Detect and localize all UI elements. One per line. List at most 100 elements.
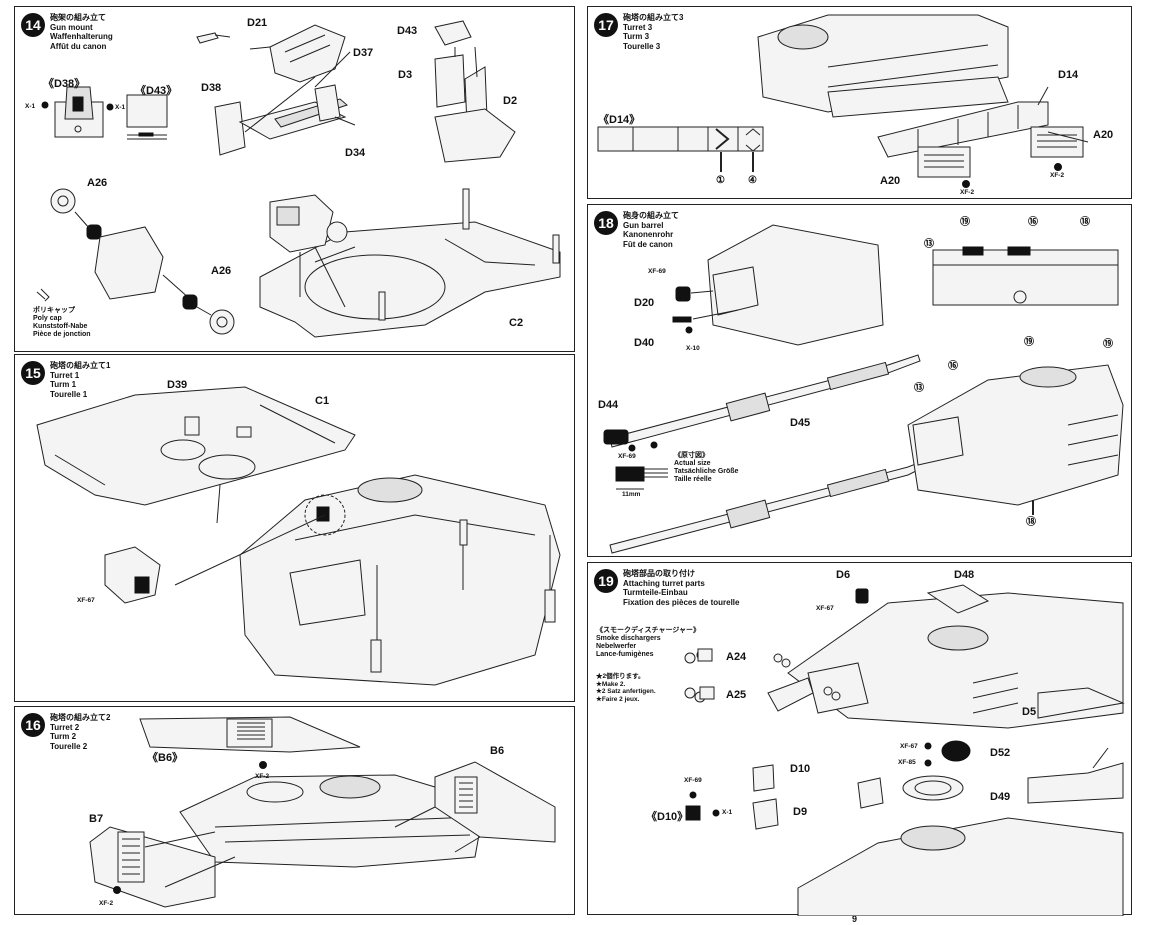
step-16-drawing [15, 707, 576, 916]
step-14-drawing [15, 7, 576, 353]
label-XF69: XF-69 [648, 268, 666, 275]
label-circle-18-top: ⑱ [1080, 217, 1090, 228]
smoke-en: Smoke dischargers [596, 635, 661, 642]
step-15-number: 15 [21, 361, 45, 385]
polycap-fr: Pièce de jonction [33, 331, 91, 338]
label-XF67-d6: XF-67 [816, 605, 834, 612]
label-A20-right: A20 [1093, 129, 1114, 141]
step-18-number: 18 [594, 211, 618, 235]
label-circle-13-top: ⑬ [924, 239, 934, 250]
make-fr: ★Faire 2 jeux. [596, 695, 640, 703]
step-19-titles: 砲塔部品の取り付け Attaching turret parts Turmtei… [623, 569, 739, 607]
label-11mm: 11mm [622, 491, 641, 498]
label-D10: D10 [790, 763, 811, 775]
label-D14: D14 [1058, 69, 1079, 81]
step-17-title-de: Turm 3 [623, 32, 650, 41]
step-19-title-de: Turmteile-Einbau [623, 588, 688, 597]
label-XF69-barrel: XF-69 [618, 453, 636, 460]
label-D40: D40 [634, 337, 655, 349]
step-16-title-en: Turret 2 [50, 722, 80, 732]
step-14-number: 14 [21, 13, 45, 37]
step-18-drawing [588, 205, 1133, 558]
step-14-title-de: Waffenhalterung [50, 32, 113, 41]
make-de: ★2 Satz anfertigen. [596, 688, 656, 695]
label-D44: D44 [598, 399, 619, 411]
label-XF2-b6: XF-2 [255, 773, 270, 780]
label-D52: D52 [990, 747, 1011, 759]
smoke-note: 《スモークディスチャージャー》 Smoke dischargers Nebelw… [596, 627, 700, 659]
label-D34: D34 [345, 147, 366, 159]
step-17-panel: 17 砲塔の組み立て3 Turret 3 Turm 3 Tourelle 3 《… [587, 6, 1132, 199]
make-note: ★2個作ります。 ★Make 2. ★2 Satz anfertigen. ★F… [596, 673, 656, 703]
step-17-title-en: Turret 3 [623, 22, 653, 32]
label-X1-left: X-1 [25, 103, 36, 110]
label-circle-19-top: ⑲ [960, 217, 970, 228]
label-C1: C1 [315, 395, 330, 407]
label-D2: D2 [503, 95, 518, 107]
label-D45: D45 [790, 417, 811, 429]
label-circle-13: ⑬ [914, 383, 924, 394]
step-17-title-ja: 砲塔の組み立て3 [623, 13, 684, 22]
label-A24: A24 [726, 651, 747, 663]
step-17-titles: 砲塔の組み立て3 Turret 3 Turm 3 Tourelle 3 [623, 13, 683, 51]
actual-size-en: Actual size [674, 460, 711, 467]
label-B7: B7 [89, 813, 104, 825]
label-D43-view: 《D43》 [135, 85, 178, 97]
step-15-title-fr: Tourelle 1 [50, 389, 88, 399]
step-14-title-ja: 砲架の組み立て [50, 13, 106, 22]
smoke-fr: Lance-fumigènes [596, 651, 654, 658]
label-XF69-d10: XF-69 [684, 777, 702, 784]
step-19-panel: 19 砲塔部品の取り付け Attaching turret parts Turm… [587, 562, 1133, 916]
step-16-panel: 16 砲塔の組み立て2 Turret 2 Turm 2 Tourelle 2 《… [14, 706, 575, 915]
step-15-drawing [15, 355, 576, 703]
step-19-title-fr: Fixation des pièces de tourelle [623, 597, 740, 607]
step-14-title-en: Gun mount [50, 22, 93, 32]
label-circle-1: ① [716, 175, 725, 186]
step-18-titles: 砲身の組み立て Gun barrel Kanonenrohr Fût de ca… [623, 211, 679, 249]
label-D9: D9 [793, 806, 808, 818]
step-18-panel: 18 砲身の組み立て Gun barrel Kanonenrohr Fût de… [587, 204, 1132, 557]
polycap-de: Kunststoff-Nabe [33, 323, 88, 330]
label-circle-16-top: ⑯ [1028, 217, 1038, 228]
label-D38-view: 《D38》 [43, 78, 86, 90]
make-ja: ★2個作ります。 [596, 673, 645, 680]
label-D3: D3 [398, 69, 413, 81]
label-D21: D21 [247, 17, 268, 29]
step-19-drawing [588, 563, 1133, 916]
label-circle-18: ⑱ [1026, 517, 1036, 528]
page-number: 9 [852, 914, 858, 924]
step-18-title-en: Gun barrel [623, 220, 664, 230]
step-17-drawing [588, 7, 1133, 200]
label-D39: D39 [167, 379, 188, 391]
step-16-title-fr: Tourelle 2 [50, 741, 88, 751]
step-19-title-en: Attaching turret parts [623, 578, 705, 588]
actual-size-de: Tatsächliche Größe [674, 468, 739, 475]
label-A20-left: A20 [880, 175, 901, 187]
step-16-titles: 砲塔の組み立て2 Turret 2 Turm 2 Tourelle 2 [50, 713, 110, 751]
step-17-number: 17 [594, 13, 618, 37]
label-D14-view: 《D14》 [598, 114, 641, 126]
step-14-panel: 14 砲架の組み立て Gun mount Waffenhalterung Aff… [14, 6, 575, 352]
smoke-ja: 《スモークディスチャージャー》 [596, 627, 700, 634]
label-XF2-a: XF-2 [960, 189, 975, 196]
step-16-number: 16 [21, 713, 45, 737]
label-B6: B6 [490, 745, 505, 757]
actual-size-ja: 《原寸図》 [674, 452, 709, 459]
label-C2: C2 [509, 317, 524, 329]
make-en: ★Make 2. [596, 680, 626, 688]
label-circle-19-b: ⑲ [1103, 339, 1113, 350]
label-X1-d10: X-1 [722, 809, 733, 816]
label-D20: D20 [634, 297, 655, 309]
label-circle-4: ④ [748, 175, 757, 186]
step-19-number: 19 [594, 569, 618, 593]
step-16-title-ja: 砲塔の組み立て2 [50, 713, 111, 722]
step-18-title-fr: Fût de canon [623, 239, 673, 249]
label-XF2-b7: XF-2 [99, 900, 114, 907]
label-XF67: XF-67 [77, 597, 95, 604]
label-XF2-b: XF-2 [1050, 172, 1065, 179]
label-circle-19-a: ⑲ [1024, 337, 1034, 348]
label-XF67-d52: XF-67 [900, 743, 918, 750]
label-D10-view: 《D10》 [646, 811, 689, 823]
step-15-title-de: Turm 1 [50, 380, 77, 389]
label-XF85: XF-85 [898, 759, 916, 766]
